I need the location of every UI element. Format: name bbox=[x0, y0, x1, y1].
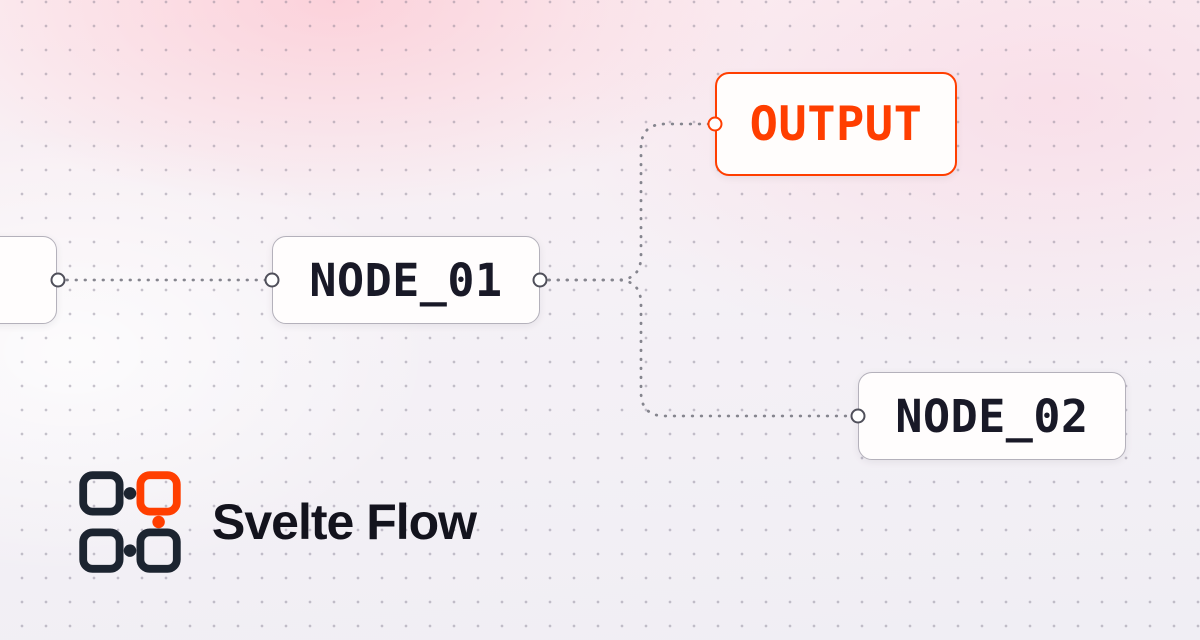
node-01-label: NODE_01 bbox=[309, 253, 503, 307]
edge-node01-to-node02[interactable] bbox=[538, 278, 860, 418]
node-02-label: NODE_02 bbox=[895, 389, 1089, 443]
handle-node01-source[interactable] bbox=[532, 272, 548, 288]
svelte-flow-logo-icon bbox=[79, 471, 181, 573]
node-02[interactable]: NODE_02 bbox=[858, 372, 1126, 460]
node-offscreen[interactable] bbox=[0, 236, 57, 324]
node-01[interactable]: NODE_01 bbox=[272, 236, 540, 324]
handle-output-target[interactable] bbox=[707, 116, 723, 132]
handle-node02-target[interactable] bbox=[850, 408, 866, 424]
brand-name: Svelte Flow bbox=[212, 494, 477, 550]
handle-offscreen-source[interactable] bbox=[50, 272, 66, 288]
brand-lockup: Svelte Flow bbox=[78, 466, 477, 578]
handle-node01-target[interactable] bbox=[264, 272, 280, 288]
edge-node01-to-output[interactable] bbox=[538, 122, 717, 282]
node-output[interactable]: OUTPUT bbox=[715, 72, 957, 176]
node-output-label: OUTPUT bbox=[749, 96, 923, 152]
